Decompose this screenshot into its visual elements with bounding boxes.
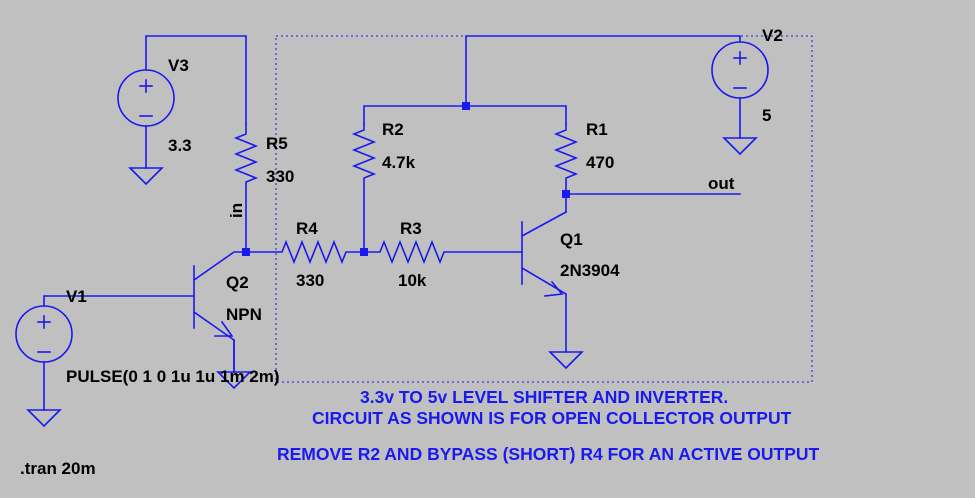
- r2-name: R2: [382, 120, 404, 139]
- r1-value: 470: [586, 153, 614, 172]
- r5-resistor[interactable]: [233, 123, 259, 253]
- q2-value: NPN: [226, 305, 262, 324]
- r5-value: 330: [266, 167, 294, 186]
- r1-resistor[interactable]: [553, 123, 579, 213]
- ground-symbol-v2: [722, 137, 758, 156]
- wire-v3-to-r5: [145, 35, 247, 125]
- v2-value: 5: [762, 106, 771, 125]
- ground-symbol-q1: [548, 351, 584, 370]
- level-shifter-boundary: [275, 35, 813, 383]
- note-line-3: REMOVE R2 AND BYPASS (SHORT) R4 FOR AN A…: [277, 444, 820, 464]
- v2-source[interactable]: [711, 41, 769, 99]
- r4-value: 330: [296, 271, 324, 290]
- wire-v1-to-q2-base: [43, 295, 195, 307]
- wire-v2-to-rail: [465, 35, 741, 107]
- r3-name: R3: [400, 219, 422, 238]
- r3-value: 10k: [398, 271, 427, 290]
- r4-name: R4: [296, 219, 318, 238]
- q1-name: Q1: [560, 230, 583, 249]
- ground-symbol-v1: [26, 409, 62, 428]
- q1-value: 2N3904: [560, 261, 620, 280]
- net-label-in: in: [227, 203, 246, 218]
- ground-symbol-v3: [128, 167, 164, 186]
- q2-name: Q2: [226, 273, 249, 292]
- r4-resistor[interactable]: [245, 239, 365, 265]
- v3-source[interactable]: [117, 69, 175, 127]
- v3-value: 3.3: [168, 136, 192, 155]
- v1-name: V1: [66, 287, 87, 306]
- r2-resistor[interactable]: [351, 123, 377, 253]
- note-line-2: CIRCUIT AS SHOWN IS FOR OPEN COLLECTOR O…: [312, 408, 792, 428]
- v3-name: V3: [168, 56, 189, 75]
- r1-name: R1: [586, 120, 608, 139]
- r5-name: R5: [266, 134, 288, 153]
- v2-name: V2: [762, 26, 783, 45]
- v1-source[interactable]: [15, 305, 73, 363]
- q1-transistor[interactable]: [520, 210, 568, 353]
- r3-resistor[interactable]: [363, 239, 523, 265]
- ground-symbol-q2: [216, 371, 252, 390]
- r2-value: 4.7k: [382, 153, 416, 172]
- note-line-1: 3.3v TO 5v LEVEL SHIFTER AND INVERTER.: [360, 387, 728, 407]
- v1-value: PULSE(0 1 0 1u 1u 1m 2m): [66, 367, 280, 386]
- net-label-out: out: [708, 174, 735, 193]
- spice-directive: .tran 20m: [20, 459, 96, 478]
